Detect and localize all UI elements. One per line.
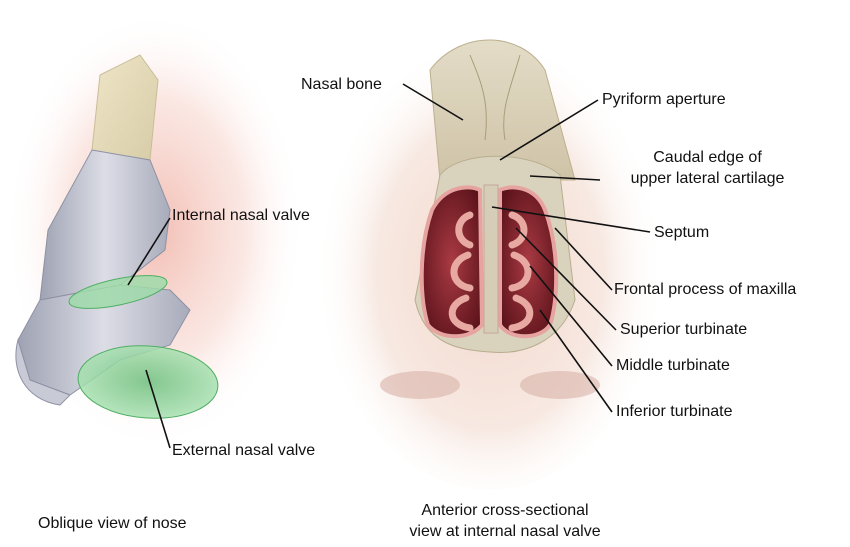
- label-caudal-edge-line2: upper lateral cartilage: [600, 169, 815, 189]
- caption-anterior-line2: view at internal nasal valve: [380, 521, 630, 542]
- nostril-shadow-right: [520, 371, 600, 399]
- caption-oblique-view: Oblique view of nose: [38, 513, 187, 534]
- label-septum: Septum: [654, 223, 709, 243]
- label-internal-nasal-valve: Internal nasal valve: [172, 206, 310, 226]
- nostril-shadow-left: [380, 371, 460, 399]
- label-external-nasal-valve: External nasal valve: [172, 441, 315, 461]
- label-superior-turbinate: Superior turbinate: [620, 320, 747, 340]
- label-pyriform-aperture: Pyriform aperture: [602, 90, 726, 110]
- label-inferior-turbinate: Inferior turbinate: [616, 402, 733, 422]
- label-caudal-edge-line1: Caudal edge of: [600, 148, 815, 168]
- oblique-nose-view: [5, 10, 305, 450]
- label-frontal-process: Frontal process of maxilla: [614, 280, 796, 300]
- label-nasal-bone: Nasal bone: [301, 75, 382, 95]
- label-middle-turbinate: Middle turbinate: [616, 356, 730, 376]
- caption-anterior-line1: Anterior cross-sectional: [380, 500, 630, 521]
